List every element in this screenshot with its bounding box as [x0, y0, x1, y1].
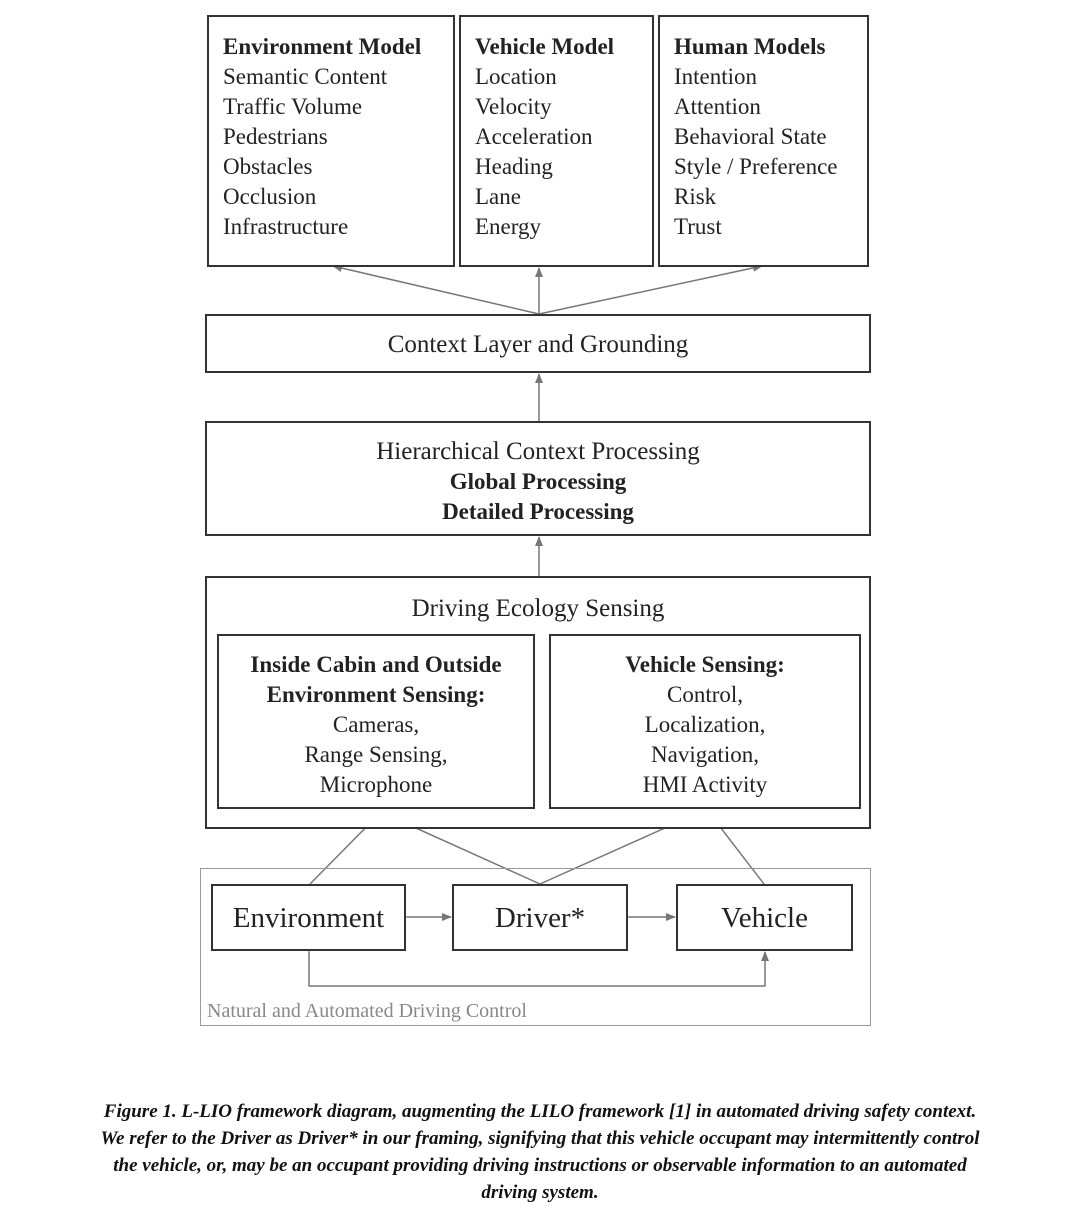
arrow-context-to-environment-model	[332, 264, 540, 315]
list-item: Behavioral State	[674, 124, 827, 149]
environment-node: Environment	[211, 884, 406, 951]
driving-control-frame	[200, 868, 871, 1026]
vehicle-model-title: Vehicle Model	[475, 34, 615, 59]
list-item: Cameras,	[332, 712, 420, 737]
arrow-environment-vehicle-loop	[305, 943, 769, 987]
list-item: Infrastructure	[223, 214, 349, 239]
list-item: Location	[475, 64, 557, 89]
hierarchical-title: Hierarchical Context Processing	[376, 438, 700, 465]
driver-node: Driver*	[452, 884, 628, 951]
environment-node-label: Environment	[232, 902, 385, 934]
list-item: Attention	[674, 94, 761, 119]
list-item: Risk	[674, 184, 717, 209]
list-item: Navigation,	[651, 742, 759, 767]
caption-line-2: We refer to the Driver as Driver* in our…	[100, 1128, 980, 1149]
list-item: Intention	[674, 64, 758, 89]
caption-line-3: the vehicle, or, may be an occupant prov…	[113, 1155, 967, 1176]
list-item: Control,	[666, 682, 744, 707]
list-item: Lane	[475, 184, 521, 209]
list-item: Heading	[475, 154, 553, 179]
global-processing-label: Global Processing	[449, 469, 627, 494]
hierarchical-processing-box: Hierarchical Context Processing Global P…	[205, 421, 871, 536]
human-models-box: Human Models Intention Attention Behavio…	[658, 15, 869, 267]
list-item: Pedestrians	[223, 124, 328, 149]
list-item: Velocity	[475, 94, 552, 119]
list-item: Obstacles	[223, 154, 313, 179]
list-item: Style / Preference	[674, 154, 838, 179]
environment-model-title: Environment Model	[223, 34, 422, 59]
driver-node-label: Driver*	[494, 902, 586, 934]
vehicle-node-label: Vehicle	[721, 902, 808, 934]
list-item: Microphone	[319, 772, 433, 797]
list-item: Semantic Content	[223, 64, 388, 89]
list-item: Localization,	[644, 712, 766, 737]
inside-sensing-title-2: Environment Sensing:	[266, 682, 486, 707]
arrow-context-to-human-models	[538, 263, 763, 315]
inside-cabin-sensing-box: Inside Cabin and Outside Environment Sen…	[217, 634, 535, 809]
caption-line-4: driving system.	[481, 1182, 599, 1203]
detailed-processing-label: Detailed Processing	[442, 499, 634, 524]
context-layer-box: Context Layer and Grounding	[205, 314, 871, 373]
figure-caption: Figure 1. L-LIO framework diagram, augme…	[0, 1098, 1080, 1206]
caption-line-1: Figure 1. L-LIO framework diagram, augme…	[103, 1101, 977, 1122]
inside-sensing-title-1: Inside Cabin and Outside	[250, 652, 502, 677]
vehicle-sensing-box: Vehicle Sensing: Control, Localization, …	[549, 634, 861, 809]
list-item: HMI Activity	[642, 772, 768, 797]
list-item: Traffic Volume	[223, 94, 363, 119]
vehicle-model-box: Vehicle Model Location Velocity Accelera…	[459, 15, 654, 267]
driving-control-label: Natural and Automated Driving Control	[207, 1000, 527, 1022]
sensing-title: Driving Ecology Sensing	[411, 595, 665, 622]
context-layer-label: Context Layer and Grounding	[387, 331, 689, 358]
list-item: Trust	[674, 214, 722, 239]
list-item: Energy	[475, 214, 542, 239]
human-models-title: Human Models	[674, 34, 826, 59]
vehicle-node: Vehicle	[676, 884, 853, 951]
environment-model-box: Environment Model Semantic Content Traff…	[207, 15, 455, 267]
list-item: Occlusion	[223, 184, 317, 209]
vehicle-sensing-title: Vehicle Sensing:	[625, 652, 785, 677]
list-item: Acceleration	[475, 124, 593, 149]
list-item: Range Sensing,	[304, 742, 448, 767]
